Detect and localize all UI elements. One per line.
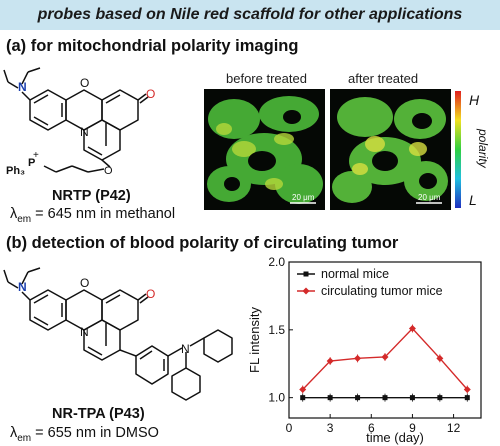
data-point xyxy=(436,354,444,362)
data-point xyxy=(409,395,415,401)
section-a-title: (a) for mitochondrial polarity imaging xyxy=(6,37,299,55)
x-tick-label: 0 xyxy=(286,421,293,435)
polarity-colorbar: H polarity L xyxy=(455,91,490,208)
atom-n-label: N xyxy=(18,80,27,94)
image-label-before: before treated xyxy=(226,71,307,86)
x-tick-label: 6 xyxy=(368,421,375,435)
nr-tpa-atom-n-label: N xyxy=(18,280,27,294)
atom-carbonyl-o-label: O xyxy=(146,87,155,101)
data-point xyxy=(408,324,416,332)
x-tick-label: 3 xyxy=(327,421,334,435)
atom-o-bridge-label: O xyxy=(80,76,89,90)
nr-tpa-atom-o-label: O xyxy=(80,276,89,290)
nr-tpa-lambda: λem = 655 nm in DMSO xyxy=(10,425,159,444)
y-tick-label: 1.5 xyxy=(268,323,285,337)
nr-tpa-amine-n-label: N xyxy=(181,342,190,356)
microscopy-after-image: 20 μm xyxy=(330,89,451,210)
y-tick-label: 1.0 xyxy=(268,391,285,405)
colorbar-top-label: H xyxy=(469,92,480,108)
scale-bar-label-before: 20 μm xyxy=(292,193,315,202)
section-b-title: (b) detection of blood polarity of circu… xyxy=(6,234,399,252)
data-point xyxy=(464,395,470,401)
data-point xyxy=(382,395,388,401)
y-tick-label: 2.0 xyxy=(268,255,285,269)
data-point xyxy=(437,395,443,401)
plot-frame xyxy=(288,261,482,419)
data-point xyxy=(354,354,362,362)
nr-tpa-structure: N O N O N xyxy=(3,267,233,401)
microscopy-before-image: 20 μm xyxy=(204,89,325,210)
nr-tpa-carbonyl-o-label: O xyxy=(146,287,155,301)
colorbar-bottom-label: L xyxy=(469,192,477,208)
data-point xyxy=(381,353,389,361)
data-point xyxy=(463,386,471,394)
data-point xyxy=(326,357,334,365)
banner-title: probes based on Nile red scaffold for ot… xyxy=(37,6,463,23)
nrtp-name: NRTP (P42) xyxy=(52,188,131,204)
legend-label-1: circulating tumor mice xyxy=(321,284,443,298)
banner: probes based on Nile red scaffold for ot… xyxy=(0,0,500,30)
nrtp-lambda: λem = 645 nm in methanol xyxy=(10,206,176,225)
x-tick-label: 12 xyxy=(447,421,461,435)
colorbar-middle-label: polarity xyxy=(476,128,490,169)
data-point xyxy=(299,386,307,394)
atom-p-label: P xyxy=(28,157,35,169)
image-label-after: after treated xyxy=(348,71,419,86)
data-point xyxy=(327,395,333,401)
nr-tpa-name: NR-TPA (P43) xyxy=(52,406,145,422)
y-axis-label: FL intensity xyxy=(247,307,262,373)
legend-label-0: normal mice xyxy=(321,267,389,281)
atom-ether-o-label: O xyxy=(104,165,113,177)
data-point xyxy=(300,395,306,401)
x-tick-label: 9 xyxy=(409,421,416,435)
x-axis-label: time (day) xyxy=(366,430,424,445)
plus-charge-label: + xyxy=(33,150,39,161)
nr-tpa-atom-n-ring-label: N xyxy=(80,325,89,339)
atom-n-ring-label: N xyxy=(80,125,89,139)
data-point xyxy=(355,395,361,401)
scale-bar-label-after: 20 μm xyxy=(418,193,441,202)
fl-intensity-chart: FL intensity time (day) 0 3 6 9 12 1.0 1.5 2.0 n… xyxy=(247,255,482,445)
nrtp-structure: N O N O O Ph₃ P + xyxy=(3,67,155,177)
legend-marker-1 xyxy=(302,287,310,295)
legend-marker-0 xyxy=(303,271,309,277)
ph3-label: Ph₃ xyxy=(6,165,25,177)
